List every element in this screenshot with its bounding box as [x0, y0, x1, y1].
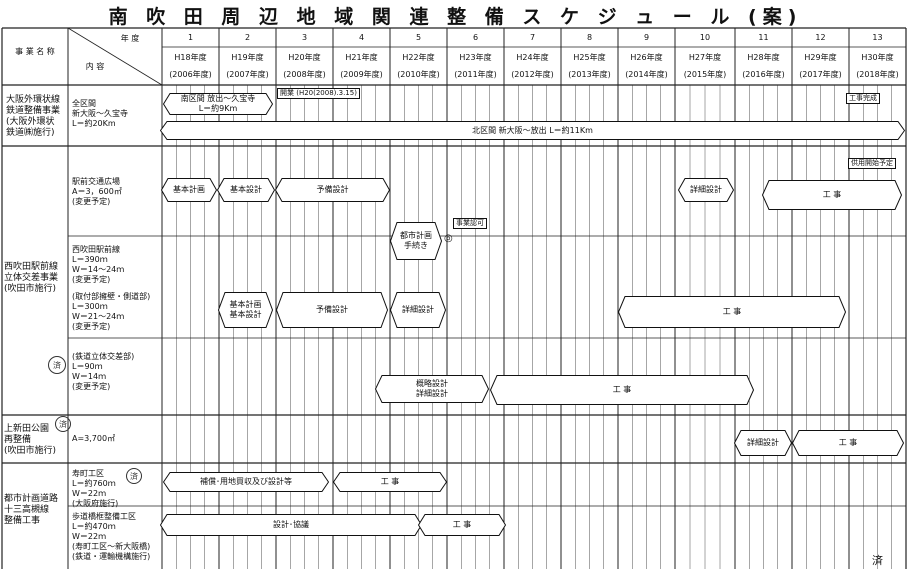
bar-compensation: 補償･用地買収及び設計等 — [163, 472, 329, 492]
section-juso-takatsuki: 都市計画道路 十三高槻線 整備工事 — [4, 494, 59, 526]
year-no-8: 8 — [586, 33, 593, 42]
bar-basic-design: 基本設計 — [217, 178, 275, 202]
year-ad-13: (2018年度) — [856, 70, 899, 79]
year-jp-3: H20年度 — [288, 53, 321, 62]
year-jp-12: H29年度 — [804, 53, 837, 62]
year-no-13: 13 — [872, 33, 883, 42]
detail-approach: (取付部擁壁・側道部) L＝300ｍ W＝21～24ｍ (変更予定) — [72, 292, 151, 331]
year-jp-2: H19年度 — [231, 53, 264, 62]
year-ad-11: (2016年度) — [742, 70, 785, 79]
year-ad-1: (2006年度) — [169, 70, 212, 79]
section-nishi-suita: 西吹田駅前線 立体交差事業 (吹田市施行) — [4, 262, 59, 294]
bar-detail-design: 詳細設計 — [678, 178, 734, 202]
year-jp-13: H30年度 — [861, 53, 894, 62]
bar-prelim-design: 予備設計 — [275, 178, 390, 202]
year-ad-4: (2009年度) — [340, 70, 383, 79]
bar-detail-design-2: 詳細設計 — [390, 292, 446, 328]
bar-outline-detail: 概略設計 詳細設計 — [375, 375, 489, 403]
year-no-10: 10 — [699, 33, 711, 42]
stamp-1: 済 — [48, 356, 66, 374]
year-ad-5: (2010年度) — [397, 70, 440, 79]
section-kamishinden-park: 上新田公園 再整備 (吹田市施行) — [4, 424, 57, 456]
detail-nishi-road: 西吹田駅前線 L＝390ｍ W＝14～24ｍ (変更予定) — [72, 245, 125, 284]
year-jp-1: H18年度 — [174, 53, 207, 62]
bar-construction: 工 事 — [762, 180, 902, 210]
year-ad-3: (2008年度) — [283, 70, 326, 79]
year-label: 年 度 — [120, 34, 140, 43]
year-no-11: 11 — [758, 33, 769, 42]
year-jp-8: H25年度 — [573, 53, 606, 62]
bar-construction-3: 工 事 — [490, 375, 754, 405]
bar-south-section: 南区間 放出～久宝寺 L＝約9Km — [163, 93, 273, 115]
bar-park-detail: 詳細設計 — [734, 430, 792, 456]
year-no-4: 4 — [358, 33, 365, 42]
stamp-3: 済 — [126, 468, 142, 484]
year-no-2: 2 — [244, 33, 251, 42]
note-complete: 工事完成 — [846, 93, 880, 104]
detail-osaka-all: 全区間 新大阪～久宝寺 L＝約20Km — [72, 99, 128, 128]
year-ad-12: (2017年度) — [799, 70, 842, 79]
detail-kotobuki: 寿町工区 L＝約760ｍ W＝22ｍ (大阪府施行) — [72, 469, 119, 508]
bar-construction-5: 工 事 — [418, 514, 506, 536]
year-ad-6: (2011年度) — [454, 70, 497, 79]
year-jp-7: H24年度 — [516, 53, 549, 62]
detail-rail-cross: (鉄道立体交差部) L＝90ｍ W＝14ｍ (変更予定) — [72, 352, 135, 391]
year-no-9: 9 — [643, 33, 650, 42]
year-no-6: 6 — [472, 33, 479, 42]
bar-city-plan: 都市計画 手続き — [390, 222, 442, 260]
year-jp-4: H21年度 — [345, 53, 378, 62]
detail-park-area: A=3,700㎡ — [72, 434, 116, 443]
year-jp-6: H23年度 — [459, 53, 492, 62]
bar-north-section: 北区間 新大阪～放出 L＝約11Km — [160, 121, 905, 140]
year-ad-10: (2015年度) — [683, 70, 727, 79]
year-no-12: 12 — [815, 33, 826, 42]
bar-construction-4: 工 事 — [333, 472, 447, 492]
project-label: 事 業 名 称 — [15, 47, 55, 56]
year-jp-11: H28年度 — [747, 53, 780, 62]
bar-prelim-design-2: 予備設計 — [276, 292, 388, 328]
year-jp-9: H26年度 — [630, 53, 663, 62]
bar-basic-plan: 基本計画 — [161, 178, 217, 202]
bar-construction-2: 工 事 — [618, 296, 846, 328]
approval-mark: ◎ — [444, 233, 453, 244]
detail-station-plaza: 駅前交通広場 A＝3，600㎡ (変更予定) — [72, 177, 122, 206]
year-ad-9: (2014年度) — [625, 70, 668, 79]
year-ad-8: (2013年度) — [568, 70, 611, 79]
note-open: 開業 (H20(2008).3.15) — [277, 88, 360, 99]
year-no-7: 7 — [529, 33, 536, 42]
page-title: 南 吹 田 周 辺 地 域 関 連 整 備 ス ケ ジ ュ ー ル (案) — [108, 6, 803, 28]
note-service: 供用開始予定 — [848, 158, 896, 169]
note-approval: 事業認可 — [453, 218, 487, 229]
section-osaka-outer-loop: 大阪外環状線 鉄道整備事業 (大阪外環状 鉄道㈱施行) — [6, 95, 61, 138]
bar-design-consult: 設計･協議 — [160, 514, 422, 536]
corner-mark: 済 — [872, 554, 883, 567]
year-jp-10: H27年度 — [688, 53, 722, 62]
year-ad-7: (2012年度) — [511, 70, 554, 79]
year-no-3: 3 — [301, 33, 308, 42]
stamp-2: 済 — [55, 416, 71, 432]
year-no-5: 5 — [415, 33, 422, 42]
detail-walkway: 歩道橋框整備工区 L＝約470ｍ W＝22ｍ (寿町工区～新大阪橋) (鉄道・運… — [72, 512, 151, 561]
year-jp-5: H22年度 — [402, 53, 435, 62]
content-label: 内 容 — [85, 62, 105, 71]
bar-basic-plan-design: 基本計画 基本設計 — [218, 292, 273, 328]
bar-park-construction: 工 事 — [792, 430, 904, 456]
year-no-1: 1 — [187, 33, 194, 42]
year-ad-2: (2007年度) — [226, 70, 269, 79]
